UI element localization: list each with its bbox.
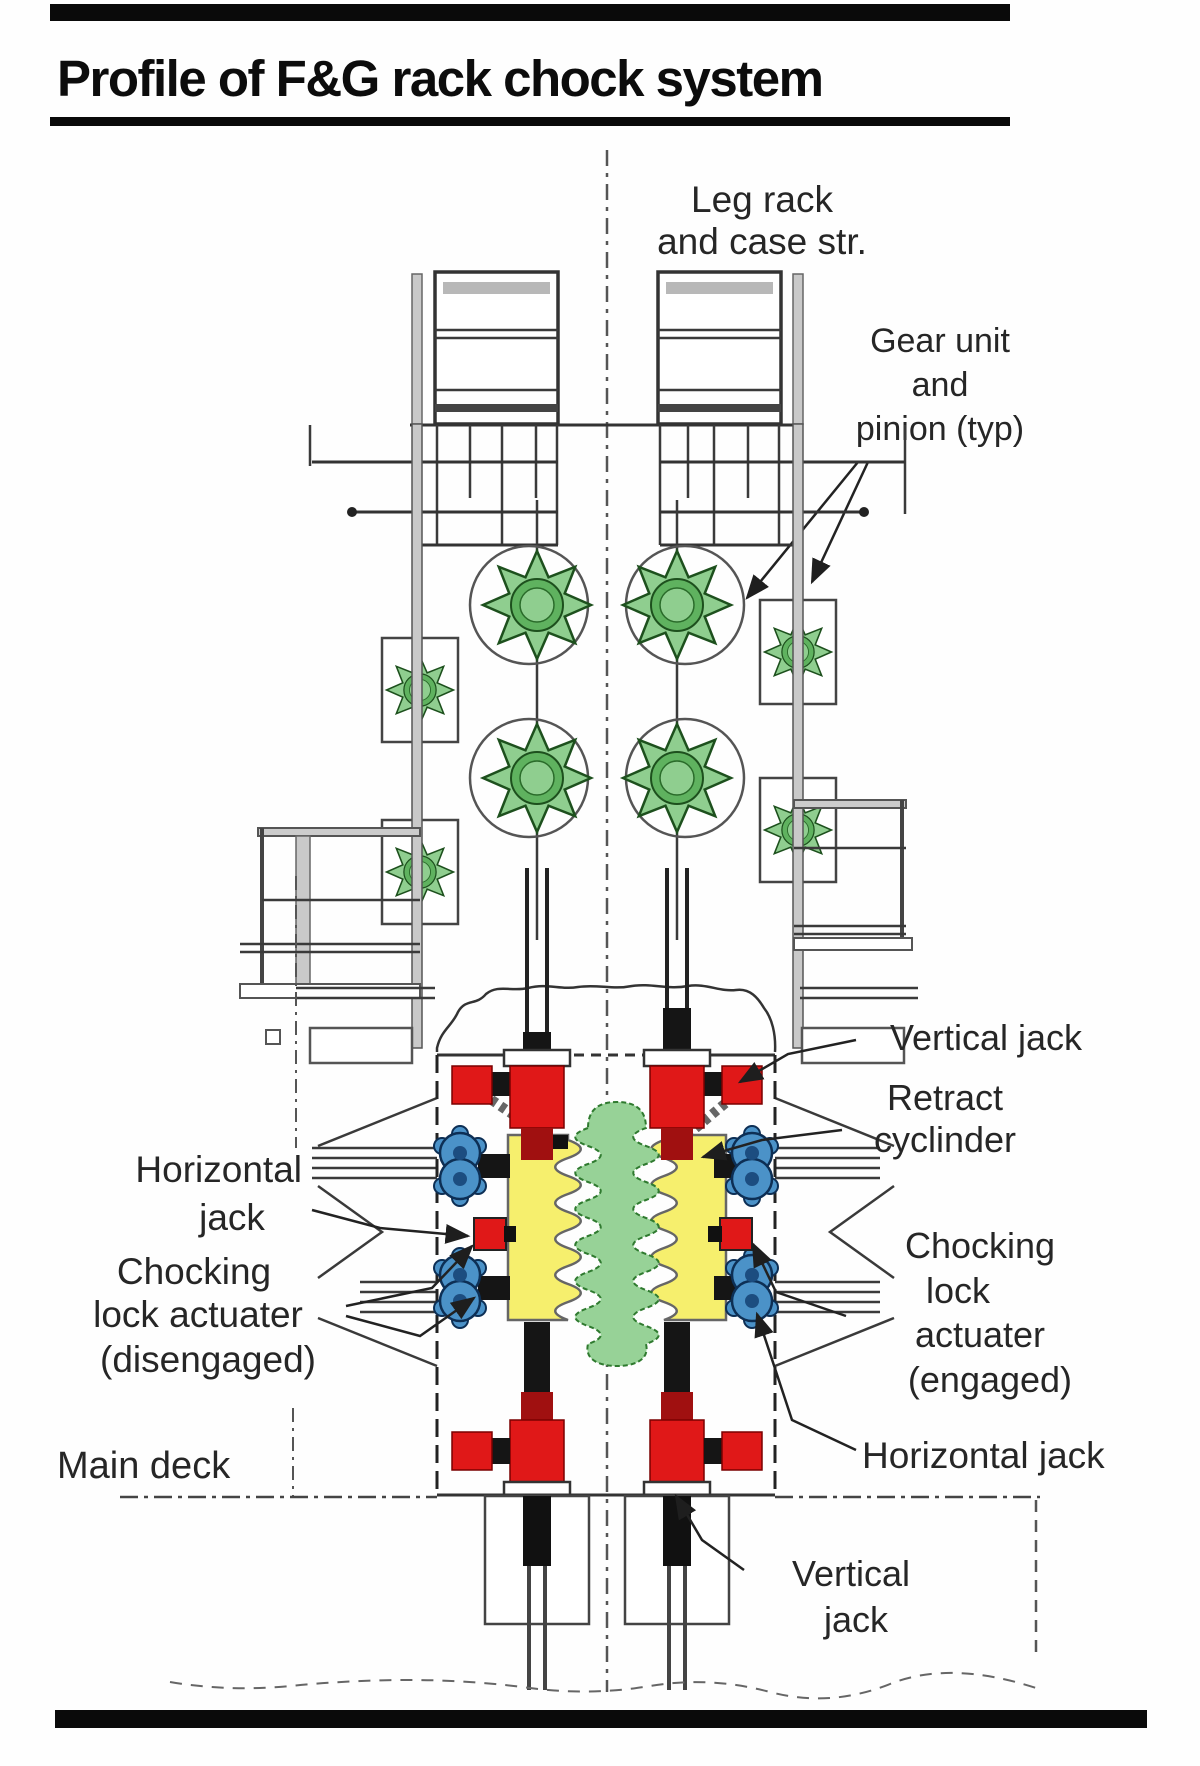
leader-chocking-right bbox=[751, 1241, 847, 1318]
platform-right bbox=[793, 799, 918, 1065]
leader-chocking-left-1 bbox=[345, 1244, 474, 1308]
leader-gear-unit-chord bbox=[810, 461, 870, 585]
platform-left bbox=[239, 827, 435, 1065]
leg-rack-bar bbox=[574, 1100, 660, 1368]
case-tower-right bbox=[656, 270, 804, 426]
label-gear-unit: Gear unit and pinion (typ) bbox=[856, 322, 1024, 448]
svg-text:and: and bbox=[912, 366, 969, 404]
svg-text:Gear unit: Gear unit bbox=[870, 322, 1010, 360]
label-chocking-right: Chocking lock actuater (engaged) bbox=[905, 1225, 1072, 1400]
vertical-jack-upper-right bbox=[642, 1048, 763, 1160]
leader-retract-cylinder bbox=[700, 1128, 843, 1161]
leader-chocking-left-2 bbox=[345, 1296, 477, 1338]
retract-cylinder-right bbox=[668, 1071, 763, 1152]
svg-text:Leg rack: Leg rack bbox=[691, 179, 833, 220]
svg-text:Horizontal: Horizontal bbox=[135, 1149, 302, 1190]
pinion-gear-left-2 bbox=[468, 717, 593, 839]
label-leg-rack: Leg rack and case str. bbox=[657, 179, 867, 262]
chock-lock-actuator-right bbox=[708, 1217, 753, 1251]
svg-text:jack: jack bbox=[823, 1599, 889, 1640]
label-horizontal-jack-left: Horizontal jack bbox=[135, 1149, 302, 1238]
jack-well-left bbox=[483, 1494, 591, 1690]
label-vertical-jack-lower: Vertical jack bbox=[792, 1553, 910, 1640]
svg-text:lock: lock bbox=[926, 1270, 991, 1311]
label-vertical-jack-upper: Vertical jack bbox=[890, 1017, 1083, 1058]
leader-vertical-jack-lower bbox=[674, 1493, 745, 1572]
pinion-gear-left-1 bbox=[468, 544, 593, 666]
label-horizontal-jack-right: Horizontal jack bbox=[862, 1435, 1105, 1476]
leader-vertical-jack-upper bbox=[737, 1038, 857, 1084]
svg-text:cyclinder: cyclinder bbox=[874, 1119, 1016, 1160]
housing-torn-edge bbox=[435, 984, 777, 1053]
svg-text:pinion (typ): pinion (typ) bbox=[856, 410, 1024, 448]
vertical-jack-upper-left bbox=[451, 1048, 572, 1160]
pinion-gear-right-2 bbox=[621, 717, 746, 839]
svg-text:Chocking: Chocking bbox=[117, 1251, 271, 1292]
leg-chord-right bbox=[792, 423, 804, 1049]
side-bracket-right bbox=[774, 1096, 895, 1368]
svg-text:Retract: Retract bbox=[887, 1077, 1003, 1118]
svg-text:jack: jack bbox=[198, 1197, 265, 1238]
label-main-deck: Main deck bbox=[57, 1445, 231, 1487]
upper-jack-rods bbox=[523, 868, 691, 1056]
vertical-jack-lower-left bbox=[451, 1322, 572, 1498]
chock-block-left-disengaged bbox=[506, 1133, 582, 1322]
svg-text:lock actuater: lock actuater bbox=[93, 1294, 303, 1335]
svg-text:and case str.: and case str. bbox=[657, 221, 867, 262]
title-underline bbox=[50, 117, 1010, 126]
label-retract-cylinder: Retract cyclinder bbox=[874, 1077, 1016, 1160]
svg-text:actuater: actuater bbox=[915, 1314, 1045, 1355]
chock-lock-actuator-left bbox=[473, 1217, 516, 1251]
svg-text:Chocking: Chocking bbox=[905, 1225, 1055, 1266]
page-title: Profile of F&G rack chock system bbox=[57, 50, 822, 107]
bottom-rule bbox=[55, 1710, 1147, 1728]
case-tower-left bbox=[411, 270, 560, 426]
leader-horizontal-jack-left bbox=[311, 1208, 471, 1244]
svg-text:(engaged): (engaged) bbox=[908, 1359, 1072, 1400]
side-bracket-left bbox=[312, 1096, 438, 1368]
svg-text:Vertical: Vertical bbox=[792, 1553, 910, 1594]
vertical-jack-lower-right bbox=[642, 1322, 763, 1498]
top-rule bbox=[50, 4, 1010, 21]
svg-text:(disengaged): (disengaged) bbox=[100, 1339, 316, 1380]
pinion-gear-right-1 bbox=[621, 544, 746, 666]
hull-dashed-outline bbox=[169, 1500, 1038, 1700]
leader-horizontal-jack-right bbox=[754, 1311, 857, 1452]
leg-chord-left bbox=[411, 423, 423, 1049]
label-chocking-left: Chocking lock actuater (disengaged) bbox=[93, 1251, 316, 1380]
jack-well-right bbox=[623, 1494, 731, 1690]
